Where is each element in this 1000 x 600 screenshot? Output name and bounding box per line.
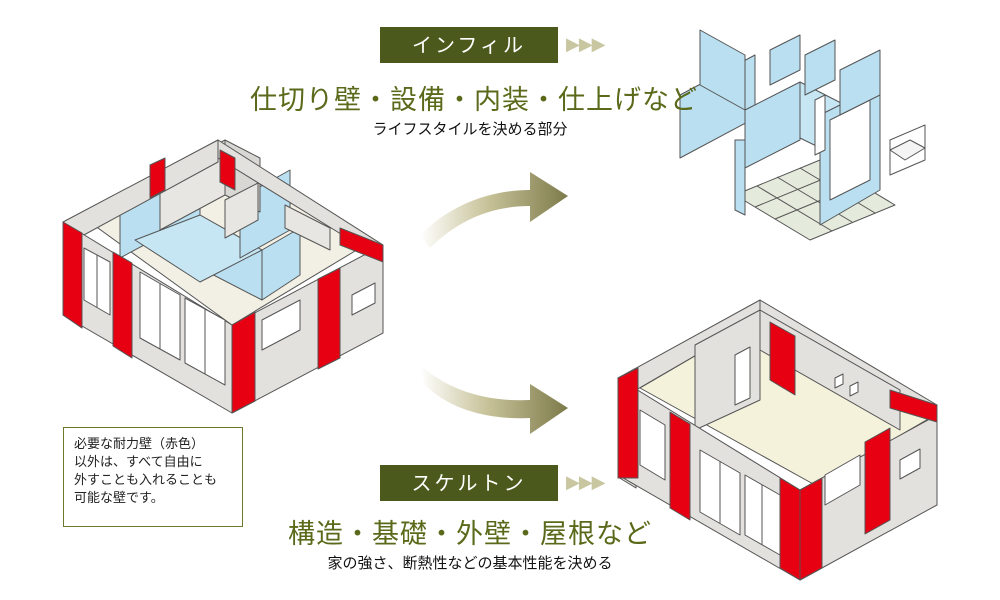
- skeleton-heading: 構造・基礎・外壁・屋根など: [288, 519, 652, 550]
- infill-chevrons: ▶▶▶: [566, 34, 606, 55]
- infill-illustration: [679, 29, 926, 241]
- note-line: 必要な耐力壁（赤色）: [74, 437, 205, 452]
- arrow-to-skeleton: [420, 365, 568, 434]
- arrow-to-infill: [420, 172, 568, 248]
- infill-tag: インフィル: [380, 27, 558, 63]
- skeleton-subheading: 家の強さ、断熱性などの基本性能を決める: [327, 554, 613, 572]
- note-line: 外すことも入れることも: [74, 473, 218, 488]
- bearing-wall-note: 必要な耐力壁（赤色） 以外は、すべて自由に 外すことも入れることも 可能な壁です…: [63, 427, 243, 527]
- infill-subheading: ライフスタイルを決める部分: [372, 120, 568, 138]
- infill-heading: 仕切り壁・設備・内装・仕上げなど: [250, 85, 698, 116]
- note-line: 可能な壁です。: [74, 491, 164, 506]
- skeleton-illustration: [617, 299, 938, 581]
- note-line: 以外は、すべて自由に: [74, 455, 203, 470]
- skeleton-chevrons: ▶▶▶: [566, 472, 606, 493]
- skeleton-tag: スケルトン: [380, 465, 558, 501]
- full-house-illustration: [62, 139, 384, 414]
